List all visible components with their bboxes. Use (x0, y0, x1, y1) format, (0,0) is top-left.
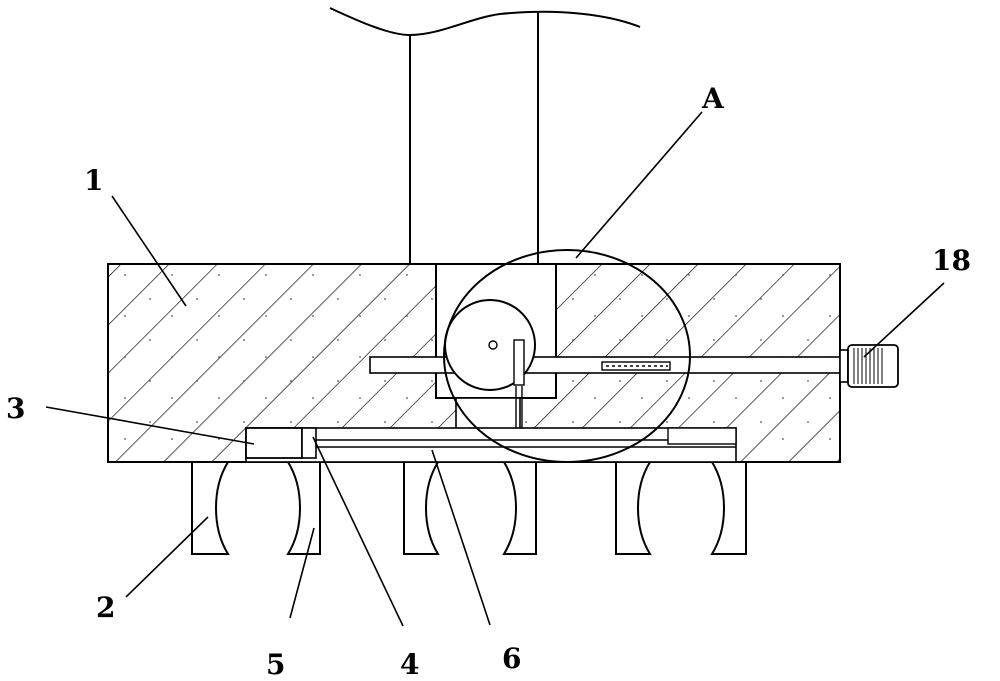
label-2: 2 (96, 591, 115, 624)
slide-rail (245, 427, 737, 463)
label-1: 1 (84, 164, 103, 197)
label-a: A (701, 82, 725, 115)
detail-circle-a (443, 249, 691, 463)
slider-block (245, 427, 317, 459)
claw-legs (191, 461, 747, 555)
label-6: 6 (502, 642, 521, 675)
label-18: 18 (932, 244, 971, 277)
label-4: 4 (400, 648, 419, 681)
leader-lines (45, 111, 945, 627)
label-3: 3 (6, 392, 25, 425)
support-column (329, 7, 641, 264)
horizontal-rod (369, 356, 841, 374)
label-5: 5 (266, 648, 285, 681)
motor (839, 344, 899, 388)
